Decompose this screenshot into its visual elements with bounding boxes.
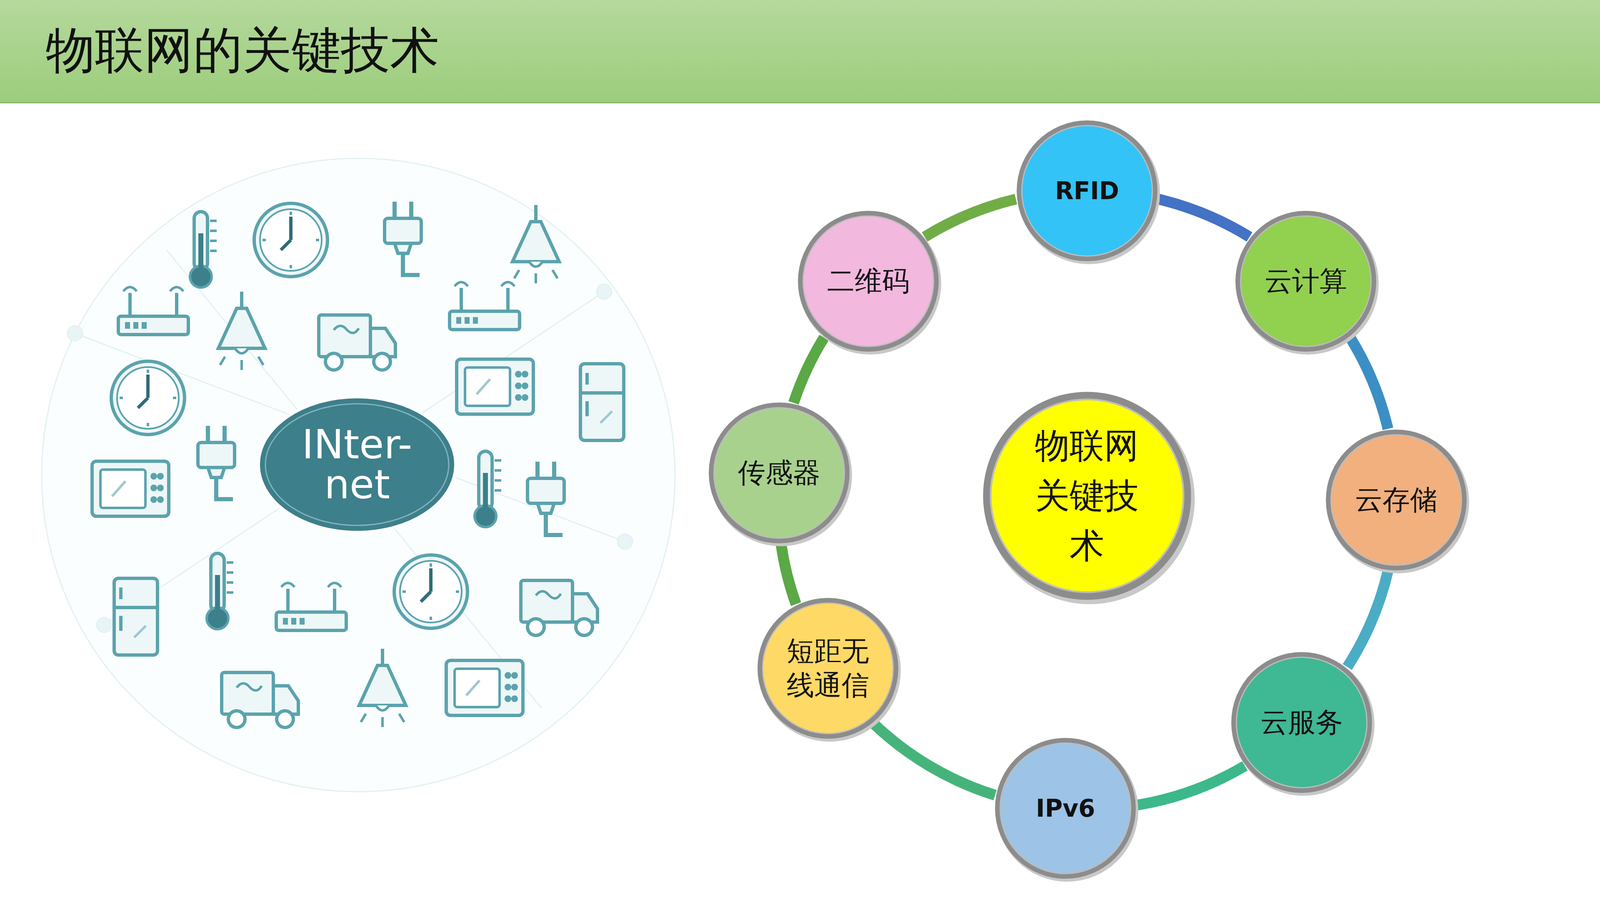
- ring-connector: [924, 199, 1016, 238]
- node-label: 二维码: [827, 264, 910, 299]
- node-label: IPv6: [1035, 793, 1095, 824]
- slide-title: 物联网的关键技术: [45, 20, 440, 80]
- internet-ellipse-inner: [265, 403, 449, 526]
- ring-connector: [1347, 571, 1389, 668]
- tech-circle: 传感器: [705, 399, 853, 547]
- tech-circle: 云计算: [1232, 207, 1380, 355]
- internet-label: INter- net: [302, 424, 413, 505]
- node-label: 云存储: [1355, 482, 1438, 518]
- ring-connector: [793, 337, 825, 403]
- node-label: RFID: [1055, 175, 1120, 207]
- ring-connector: [1137, 765, 1245, 805]
- tech-circle: 云服务: [1228, 649, 1375, 796]
- network-background: [41, 158, 675, 792]
- tech-circle: 二维码: [795, 207, 942, 355]
- ring-connector: [781, 544, 797, 605]
- device-icons: [92, 201, 624, 728]
- center-circle: 物联网 关键技 术: [978, 387, 1196, 605]
- tech-circle: IPv6: [992, 735, 1139, 882]
- node-label: 物联网 关键技 术: [1030, 420, 1144, 571]
- node-label: 传感器: [737, 455, 821, 491]
- node-label: 短距无 线通信: [782, 634, 874, 703]
- ring-connector: [873, 723, 996, 796]
- tech-circle: 云存储: [1322, 426, 1470, 574]
- node-label: 云计算: [1264, 264, 1348, 299]
- circle-outline: [754, 595, 902, 742]
- ring-connector: [1350, 337, 1388, 429]
- ring-connector: [1158, 199, 1250, 238]
- node-label: 云服务: [1260, 705, 1343, 740]
- tech-circle: 短距无 线通信: [754, 595, 902, 742]
- tech-circle: RFID: [1013, 117, 1161, 265]
- internet-ellipse: [258, 397, 456, 533]
